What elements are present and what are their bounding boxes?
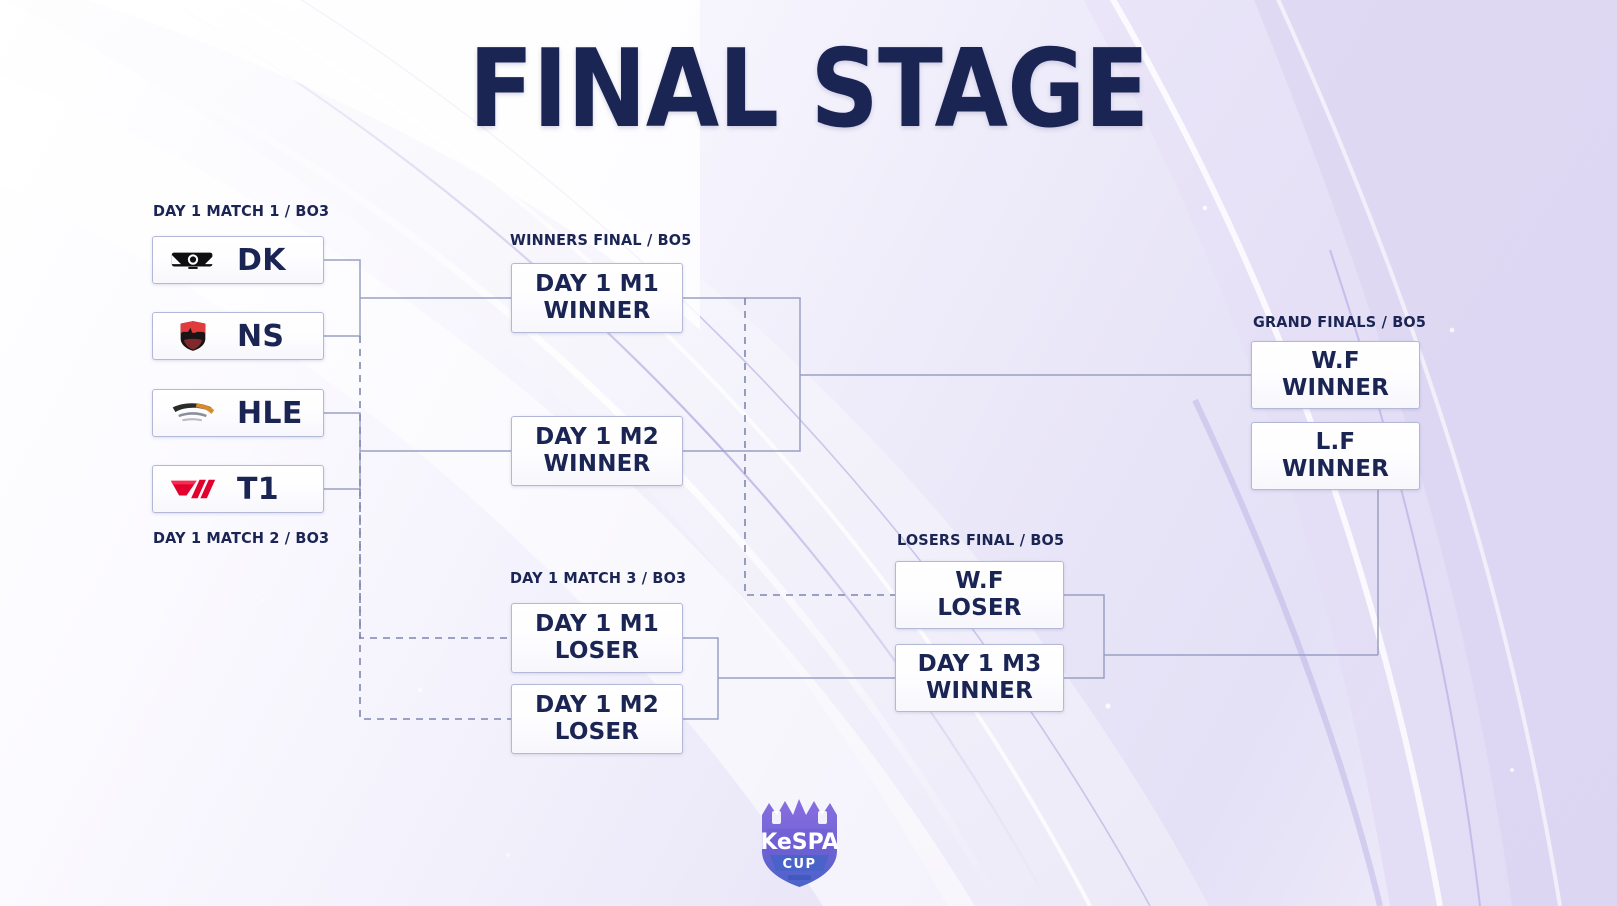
team-name: HLE (237, 395, 303, 431)
team-slot-ns[interactable]: NS (152, 312, 324, 360)
round-label-grand-finals: GRAND FINALS / BO5 (1253, 313, 1427, 331)
day1-match3-slot-1[interactable]: DAY 1 M1 LOSER (511, 603, 683, 673)
winners-final-slot-1[interactable]: DAY 1 M1 WINNER (511, 263, 683, 333)
hle-logo (167, 396, 219, 430)
slot-label: W.F WINNER (1281, 348, 1390, 401)
slot-label: DAY 1 M1 WINNER (535, 271, 659, 324)
slot-label: DAY 1 M1 LOSER (535, 611, 659, 664)
kespa-cup-logo: KeSPA CUP (752, 793, 847, 891)
svg-text:KeSPA: KeSPA (760, 830, 839, 855)
round-label-losers-final: LOSERS FINAL / BO5 (897, 531, 1065, 549)
ns-logo (167, 319, 219, 353)
team-name: NS (237, 318, 285, 354)
winners-final-slot-2[interactable]: DAY 1 M2 WINNER (511, 416, 683, 486)
round-label-day1-match1: DAY 1 MATCH 1 / BO3 (153, 202, 330, 220)
slot-label: DAY 1 M3 WINNER (917, 651, 1042, 704)
team-slot-dk[interactable]: DK (152, 236, 324, 284)
losers-final-slot-1[interactable]: W.F LOSER (895, 561, 1064, 629)
slot-label: L.F WINNER (1281, 429, 1390, 482)
page-title: FINAL STAGE (468, 27, 1150, 152)
round-label-day1-match3: DAY 1 MATCH 3 / BO3 (510, 569, 687, 587)
round-label-winners-final: WINNERS FINAL / BO5 (510, 231, 692, 249)
svg-text:CUP: CUP (782, 857, 816, 872)
grand-finals-slot-1[interactable]: W.F WINNER (1251, 341, 1420, 409)
team-name: DK (237, 242, 286, 278)
slot-label: DAY 1 M2 WINNER (535, 424, 659, 477)
slot-label: DAY 1 M2 LOSER (535, 692, 659, 745)
grand-finals-slot-2[interactable]: L.F WINNER (1251, 422, 1420, 490)
t1-logo (167, 472, 219, 506)
round-label-day1-match2: DAY 1 MATCH 2 / BO3 (153, 529, 330, 547)
losers-final-slot-2[interactable]: DAY 1 M3 WINNER (895, 644, 1064, 712)
day1-match3-slot-2[interactable]: DAY 1 M2 LOSER (511, 684, 683, 754)
team-slot-hle[interactable]: HLE (152, 389, 324, 437)
dk-logo (167, 243, 219, 277)
team-slot-t1[interactable]: T1 (152, 465, 324, 513)
team-name: T1 (237, 471, 279, 507)
slot-label: W.F LOSER (937, 568, 1022, 621)
